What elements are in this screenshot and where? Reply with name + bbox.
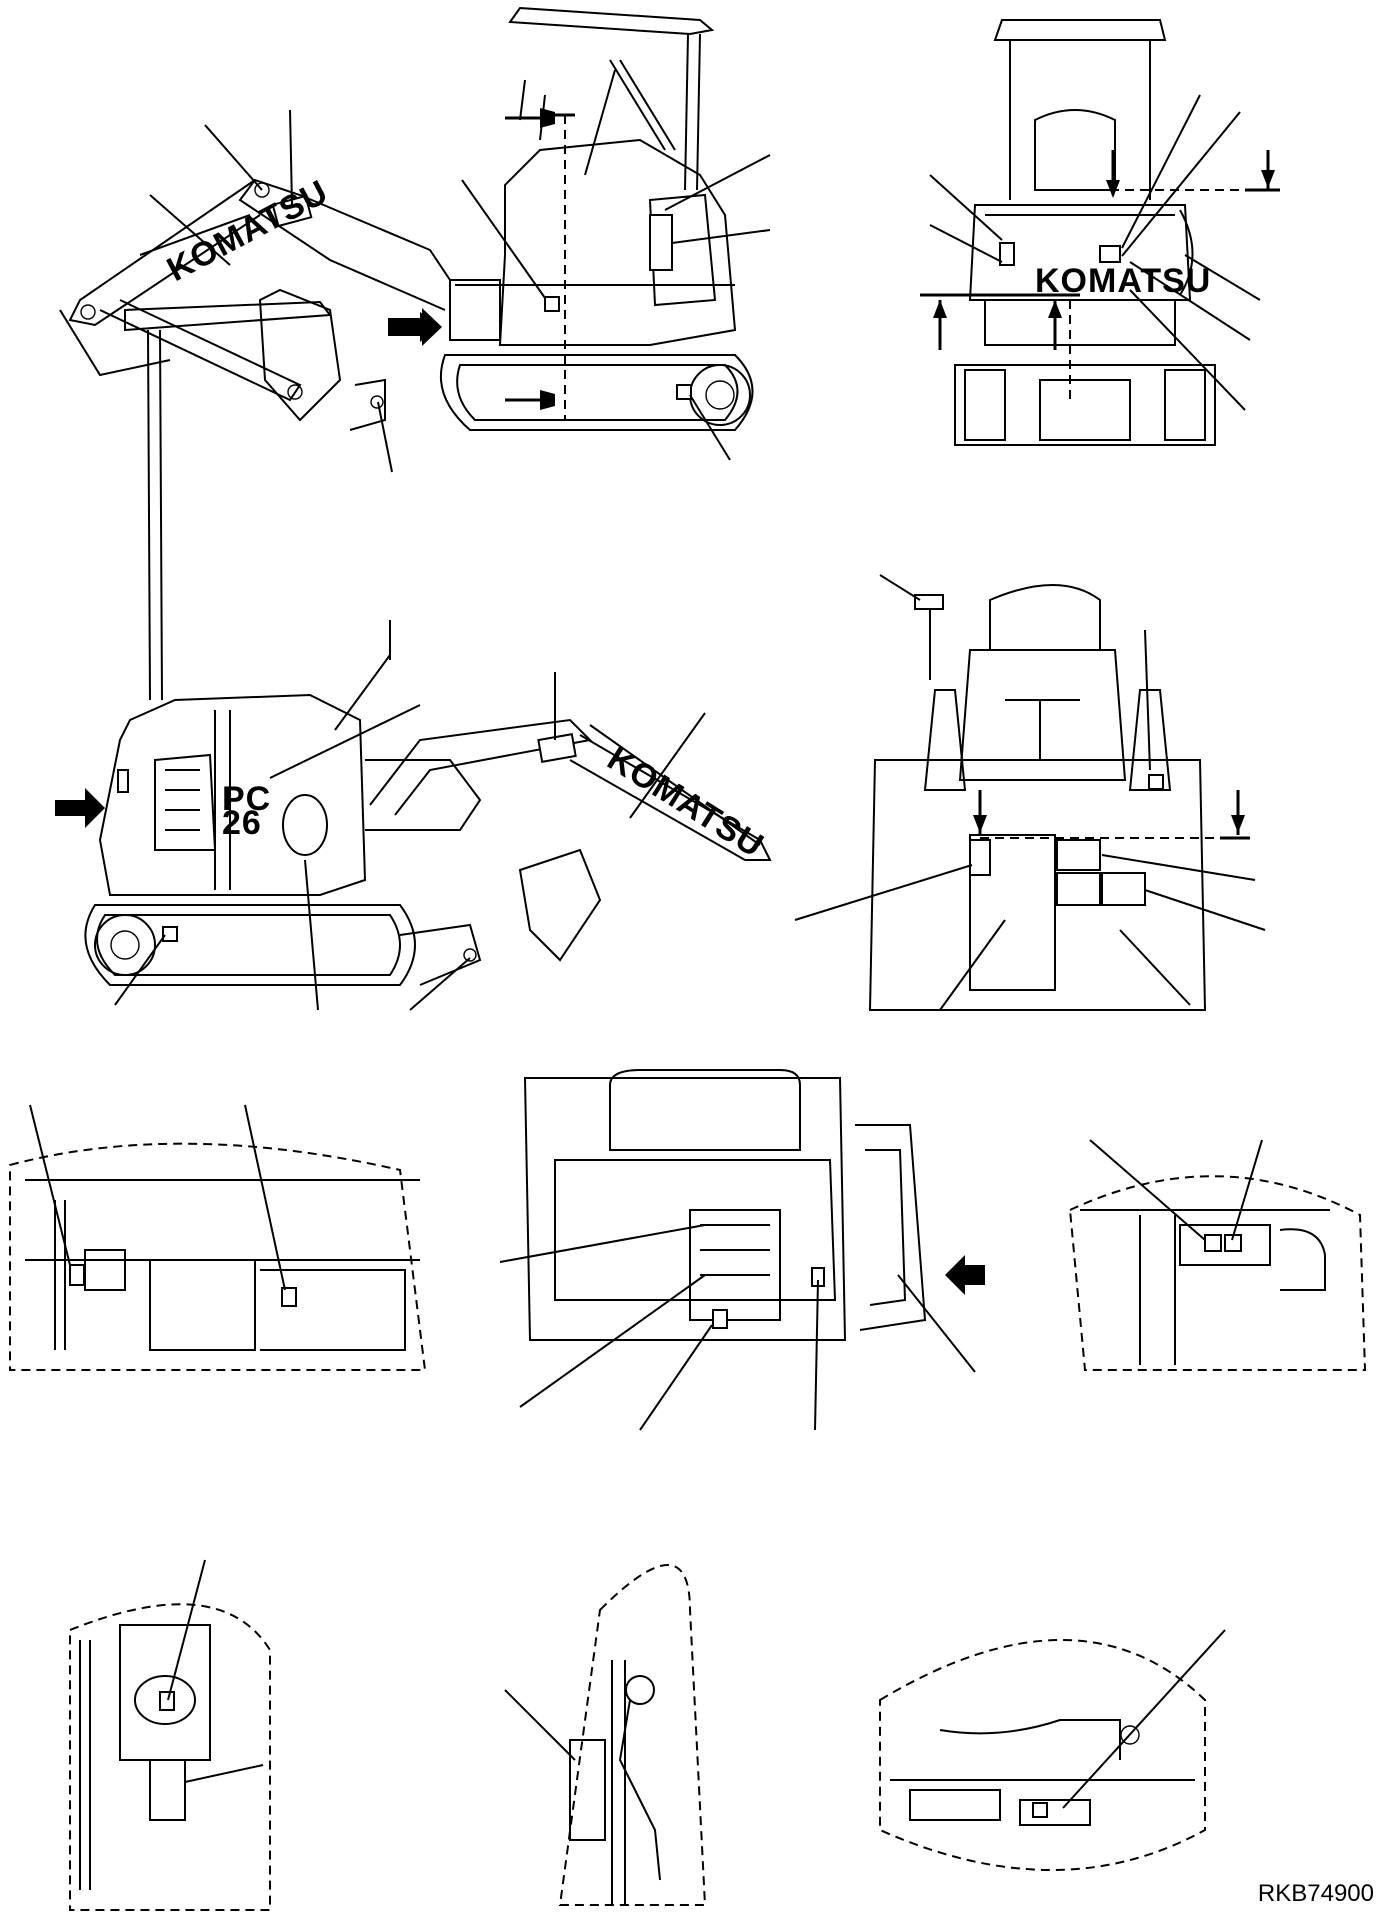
view-right-side: PC 26 KOMATSU (55, 300, 772, 1011)
view-operator-seat (794, 574, 1266, 1011)
model-number-text: 26 (222, 804, 262, 842)
view-detail-tank (9, 1104, 427, 1371)
view-detail-valve (1068, 1139, 1367, 1371)
upper-body (449, 79, 737, 346)
view-left-side: KOMATSU (59, 6, 771, 473)
boom-arm: KOMATSU (59, 173, 451, 402)
leader-lines-view-1 (149, 69, 771, 473)
undercarriage (349, 354, 754, 431)
view-detail-hydraulic (504, 1564, 707, 1906)
model-text: PC (222, 780, 271, 818)
view-engine-compartment (499, 1069, 985, 1431)
drawing-code-label: RKB74900 (1257, 1880, 1374, 1907)
boom-arm-right: KOMATSU (369, 718, 772, 962)
canopy-right (124, 300, 332, 701)
view-detail-fuel (69, 1559, 271, 1911)
canopy (508, 6, 715, 191)
upper-body-right: PC 26 (55, 693, 482, 896)
leader-lines-view-3 (114, 620, 706, 1011)
undercarriage-right (84, 904, 482, 986)
bucket (258, 288, 342, 422)
view-rear: KOMATSU (920, 19, 1280, 446)
view-detail-underside (879, 1629, 1226, 1871)
section-marks (388, 108, 575, 420)
arm-brand-text: KOMATSU (601, 740, 771, 866)
